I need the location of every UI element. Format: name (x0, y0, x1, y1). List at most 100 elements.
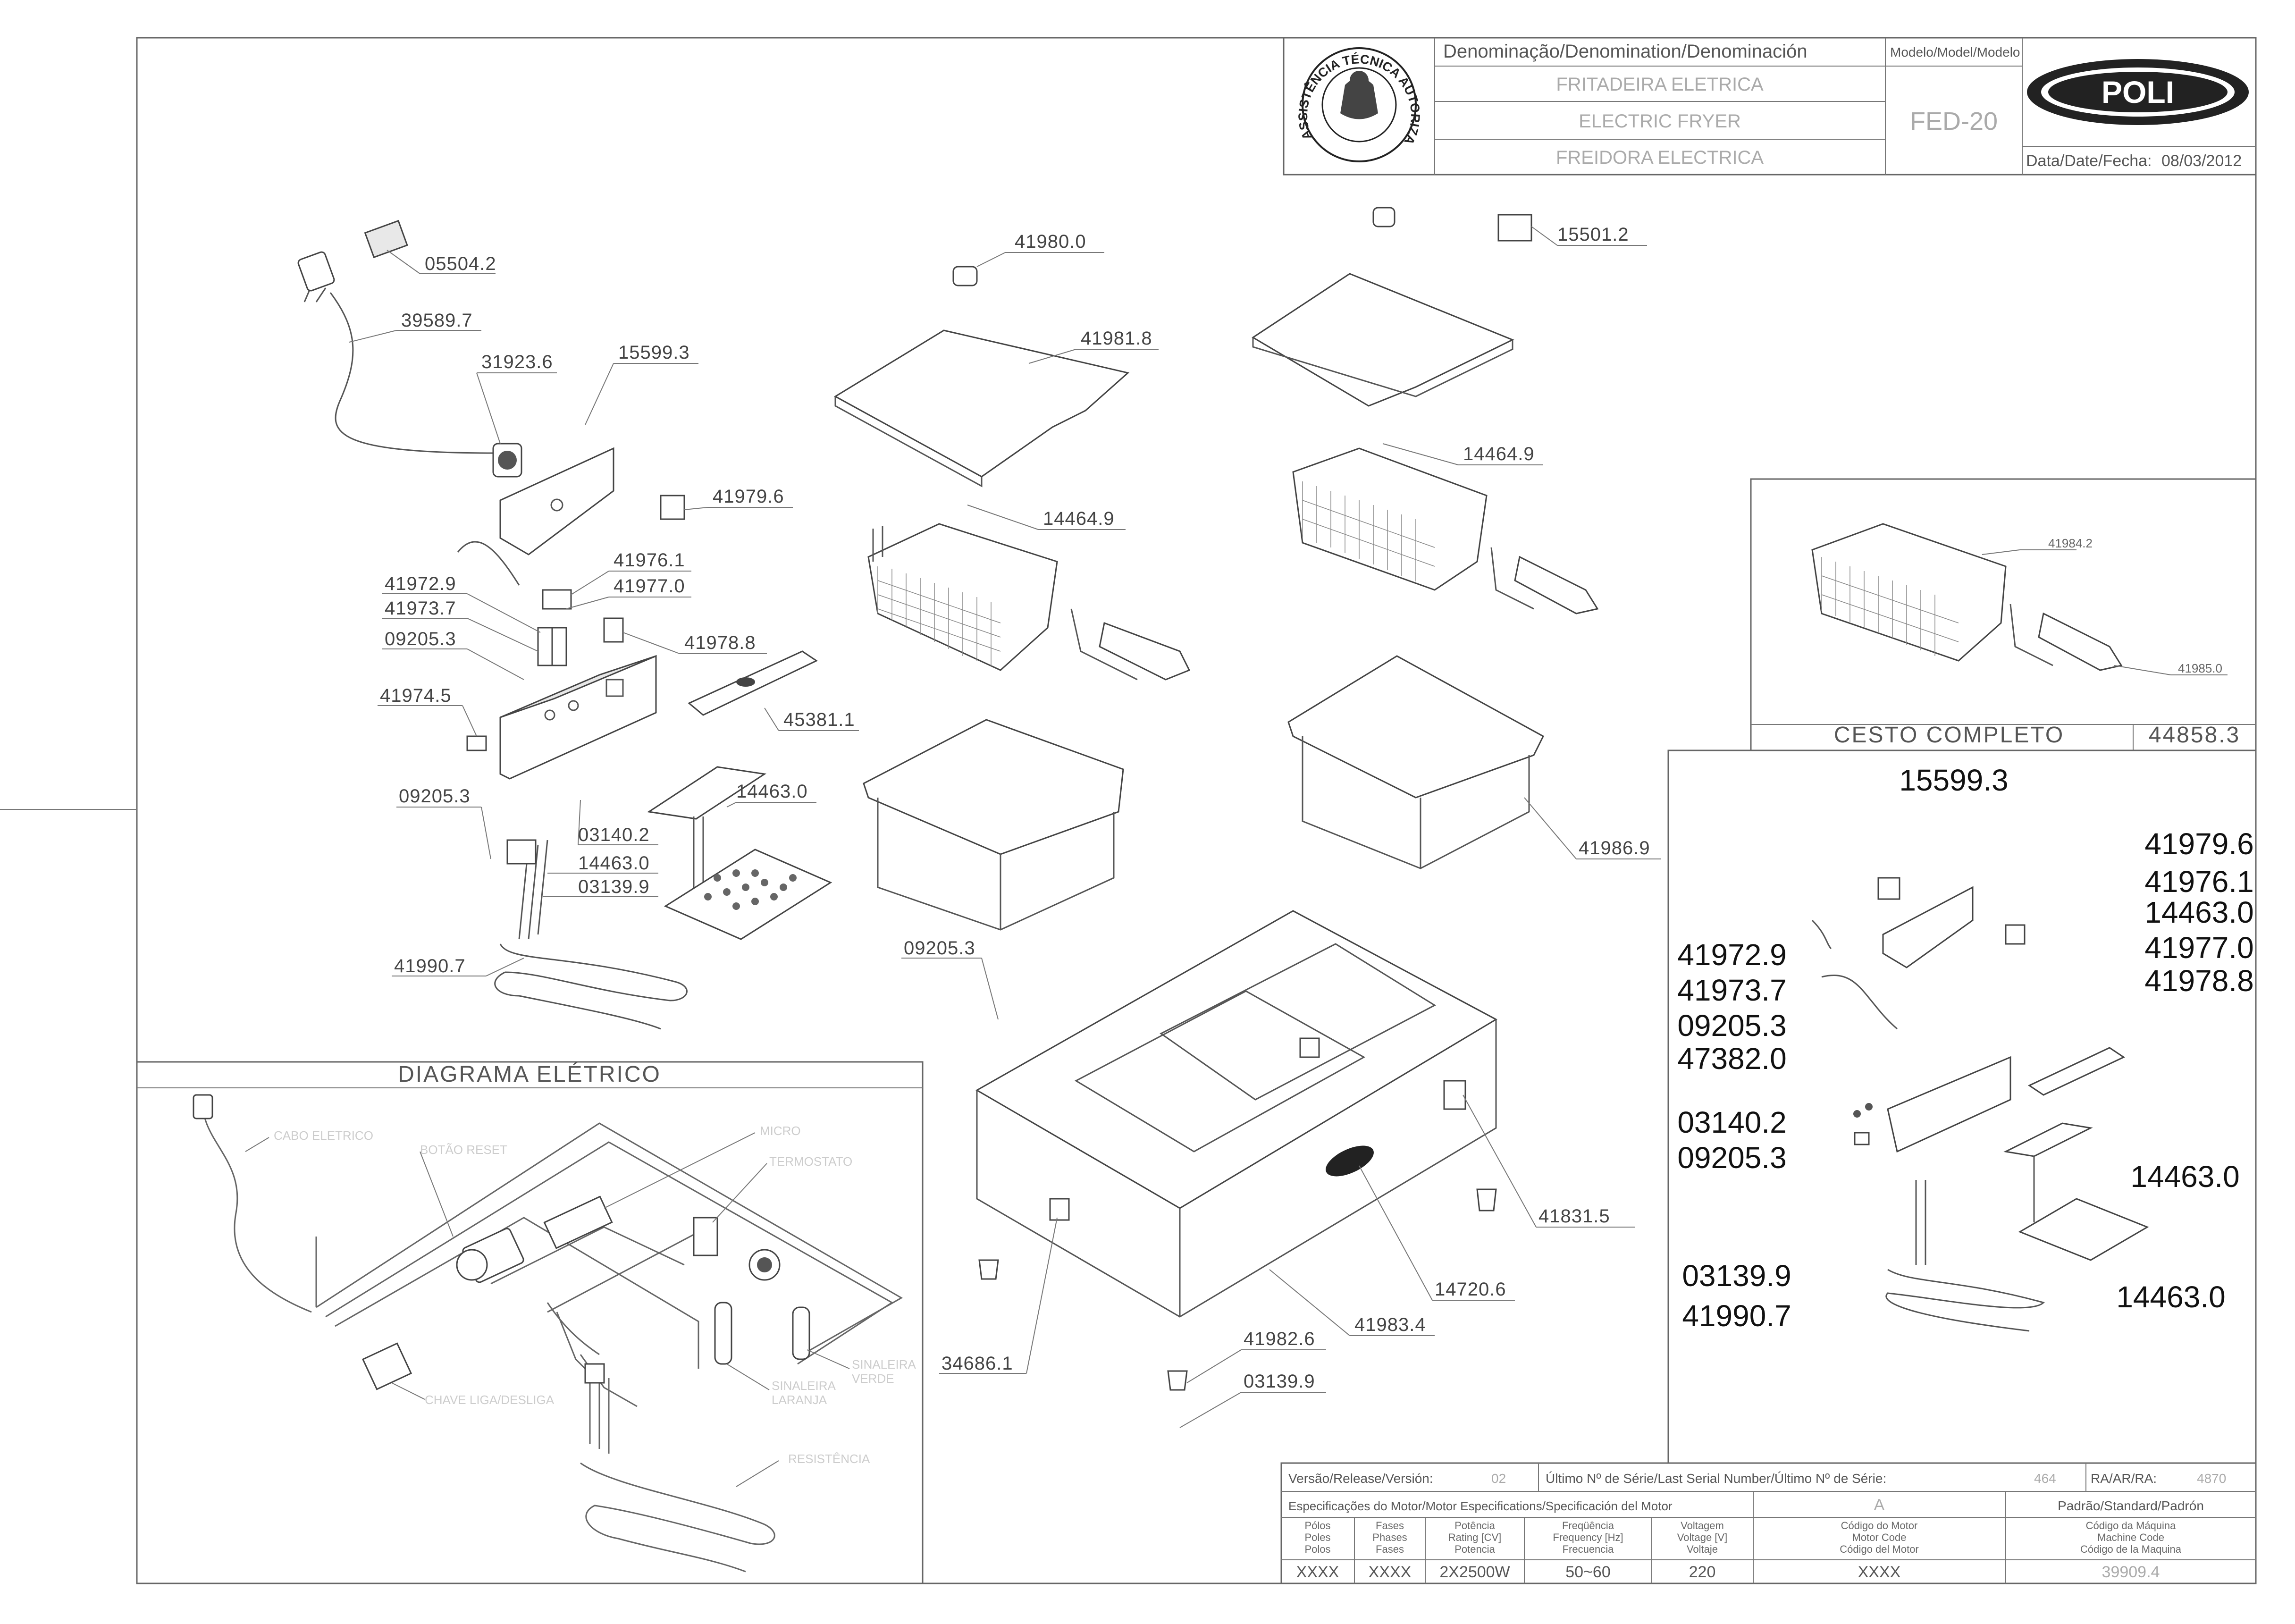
detail-code-3: 41976.1 (2144, 865, 2253, 899)
col-voltage-en: Voltage [V] (1677, 1531, 1727, 1543)
stamp-text: ASSISTÊNCIA TÉCNICA AUTORIZADA (0, 0, 1422, 147)
callout-14720-6: 14720.6 (1435, 1279, 1506, 1300)
val-phases: XXXX (1369, 1563, 1412, 1581)
denomination-header: Denominação/Denomination/Denominación (1443, 41, 1807, 62)
version-label: Versão/Release/Versión: (1288, 1471, 1433, 1486)
date-value: 08/03/2012 (2161, 152, 2242, 170)
callout-41985-0: 41985.0 (2178, 661, 2222, 675)
wire-label-chave: CHAVE LIGA/DESLIGA (425, 1393, 555, 1407)
version-value: 02 (1491, 1471, 1506, 1486)
wire-label-micro: MICRO (760, 1124, 801, 1138)
svg-text:ASSISTÊNCIA TÉCNICA AUTORIZADA: ASSISTÊNCIA TÉCNICA AUTORIZADA (0, 0, 1422, 147)
val-voltage: 220 (1689, 1563, 1716, 1581)
wire-label-sin-verde-1: SINALEIRA (852, 1357, 916, 1372)
col-machine-code-pt: Código da Máquina (2086, 1520, 2177, 1531)
motor-spec-value: A (1874, 1496, 1885, 1514)
callout-41980-0: 41980.0 (1015, 231, 1086, 252)
col-voltage-es: Voltaje (1687, 1543, 1718, 1555)
callout-39589-7: 39589.7 (401, 310, 473, 331)
callout-41984-2: 41984.2 (2048, 536, 2093, 550)
brand-text: POLI (2102, 75, 2174, 109)
detail-code-10: 47382.0 (1677, 1042, 1786, 1076)
col-motor-code-pt: Código do Motor (1841, 1520, 1918, 1531)
col-power-es: Potencia (1454, 1543, 1495, 1555)
electric-diagram-title: DIAGRAMA ELÉTRICO (398, 1062, 661, 1087)
col-motor-code-es: Código del Motor (1840, 1543, 1919, 1555)
callout-09205-3-b: 09205.3 (399, 786, 471, 807)
callout-41986-9: 41986.9 (1579, 838, 1650, 858)
callout-41974-5: 41974.5 (380, 685, 452, 706)
callout-41981-8: 41981.8 (1081, 328, 1152, 349)
name-pt: FRITADEIRA ELETRICA (1556, 74, 1764, 95)
col-phases-es: Fases (1376, 1543, 1404, 1555)
col-machine-code-es: Código de la Maquina (2080, 1543, 2182, 1555)
name-es: FREIDORA ELECTRICA (1556, 147, 1764, 168)
col-poles-es: Polos (1304, 1543, 1330, 1555)
callout-03139-9-b: 03139.9 (1244, 1371, 1315, 1392)
detail-code-4: 14463.0 (2144, 895, 2253, 929)
col-phases-pt: Fases (1376, 1520, 1404, 1531)
col-freq-es: Frecuencia (1563, 1543, 1614, 1555)
wire-label-sin-verde-2: VERDE (852, 1372, 894, 1386)
detail-code-9: 09205.3 (1677, 1009, 1786, 1043)
basket-box-code: 44858.3 (2149, 723, 2241, 748)
detail-code-7: 41972.9 (1677, 938, 1786, 972)
val-freq: 50~60 (1565, 1563, 1611, 1581)
callout-41990-7: 41990.7 (394, 956, 466, 976)
detail-code-12: 09205.3 (1677, 1141, 1786, 1175)
col-poles-en: Poles (1304, 1531, 1330, 1543)
col-freq-en: Frequency [Hz] (1553, 1531, 1623, 1543)
motor-spec-label: Especificações do Motor/Motor Especifica… (1288, 1499, 1673, 1513)
val-motor-code: XXXX (1858, 1563, 1901, 1581)
detail-code-15: 41990.7 (1682, 1299, 1791, 1333)
detail-code-11: 03140.2 (1677, 1105, 1786, 1139)
val-poles: XXXX (1296, 1563, 1339, 1581)
detail-code-1: 15599.3 (1899, 763, 2008, 797)
detail-code-2: 41979.6 (2144, 827, 2253, 861)
detail-box: 15599.3 41979.6 41976.1 14463.0 41977.0 … (1667, 749, 2257, 1464)
callout-03139-9-a: 03139.9 (578, 876, 650, 897)
poli-logo: POLI (2027, 59, 2249, 125)
callout-14463-0-b: 14463.0 (578, 853, 650, 874)
col-machine-code-en: Machine Code (2097, 1531, 2164, 1543)
callout-41983-4: 41983.4 (1354, 1314, 1426, 1335)
callout-03140-2: 03140.2 (578, 825, 650, 845)
serial-label: Último Nº de Série/Last Serial Number/Úl… (1546, 1471, 1886, 1486)
part-callouts: 05504.2 39589.7 31923.6 15599.3 41979.6 … (349, 224, 1661, 1428)
wire-label-botao: BOTÃO RESET (420, 1143, 507, 1157)
model-header: Modelo/Model/Modelo (1890, 45, 2020, 59)
callout-41973-7: 41973.7 (385, 598, 456, 619)
standard-label: Padrão/Standard/Padrón (2058, 1498, 2204, 1513)
col-poles-pt: Pólos (1304, 1520, 1330, 1531)
wire-label-sin-laranja-2: LARANJA (772, 1393, 827, 1407)
detail-code-16: 14463.0 (2116, 1280, 2225, 1314)
wire-label-cabo: CABO ELETRICO (274, 1128, 373, 1143)
callout-05504-2: 05504.2 (425, 253, 496, 274)
col-power-pt: Potência (1454, 1520, 1495, 1531)
wire-label-termostato: TERMOSTATO (769, 1154, 852, 1169)
ra-value: 4870 (2197, 1471, 2226, 1486)
callout-14463-0-a: 14463.0 (736, 781, 808, 802)
poli-badge (1326, 1145, 1374, 1177)
callout-41977-0: 41977.0 (614, 576, 685, 597)
electric-diagram: DIAGRAMA ELÉTRICO CABO (136, 1061, 924, 1584)
callout-41976-1: 41976.1 (614, 550, 685, 571)
callout-09205-3-c: 09205.3 (904, 938, 975, 959)
callout-31923-6: 31923.6 (481, 352, 553, 372)
ra-label: RA/AR/RA: (2091, 1471, 2157, 1486)
callout-14464-9-b: 14464.9 (1463, 444, 1535, 464)
callout-41972-9: 41972.9 (385, 573, 456, 594)
val-power: 2X2500W (1439, 1563, 1510, 1581)
callout-34686-1: 34686.1 (942, 1353, 1013, 1374)
col-voltage-pt: Voltagem (1681, 1520, 1724, 1531)
callout-09205-3-a: 09205.3 (385, 629, 456, 649)
date-label: Data/Date/Fecha: (2026, 152, 2152, 170)
callout-45381-1: 45381.1 (783, 709, 855, 730)
footer-table: Versão/Release/Versión: 02 Último Nº de … (1280, 1462, 2257, 1584)
model-code: FED-20 (1910, 107, 1998, 135)
callout-41982-6: 41982.6 (1244, 1329, 1315, 1349)
name-en: ELECTRIC FRYER (1579, 111, 1741, 132)
callout-15501-2: 15501.2 (1557, 224, 1629, 245)
title-block: Denominação/Denomination/Denominación Mo… (0, 0, 2257, 176)
